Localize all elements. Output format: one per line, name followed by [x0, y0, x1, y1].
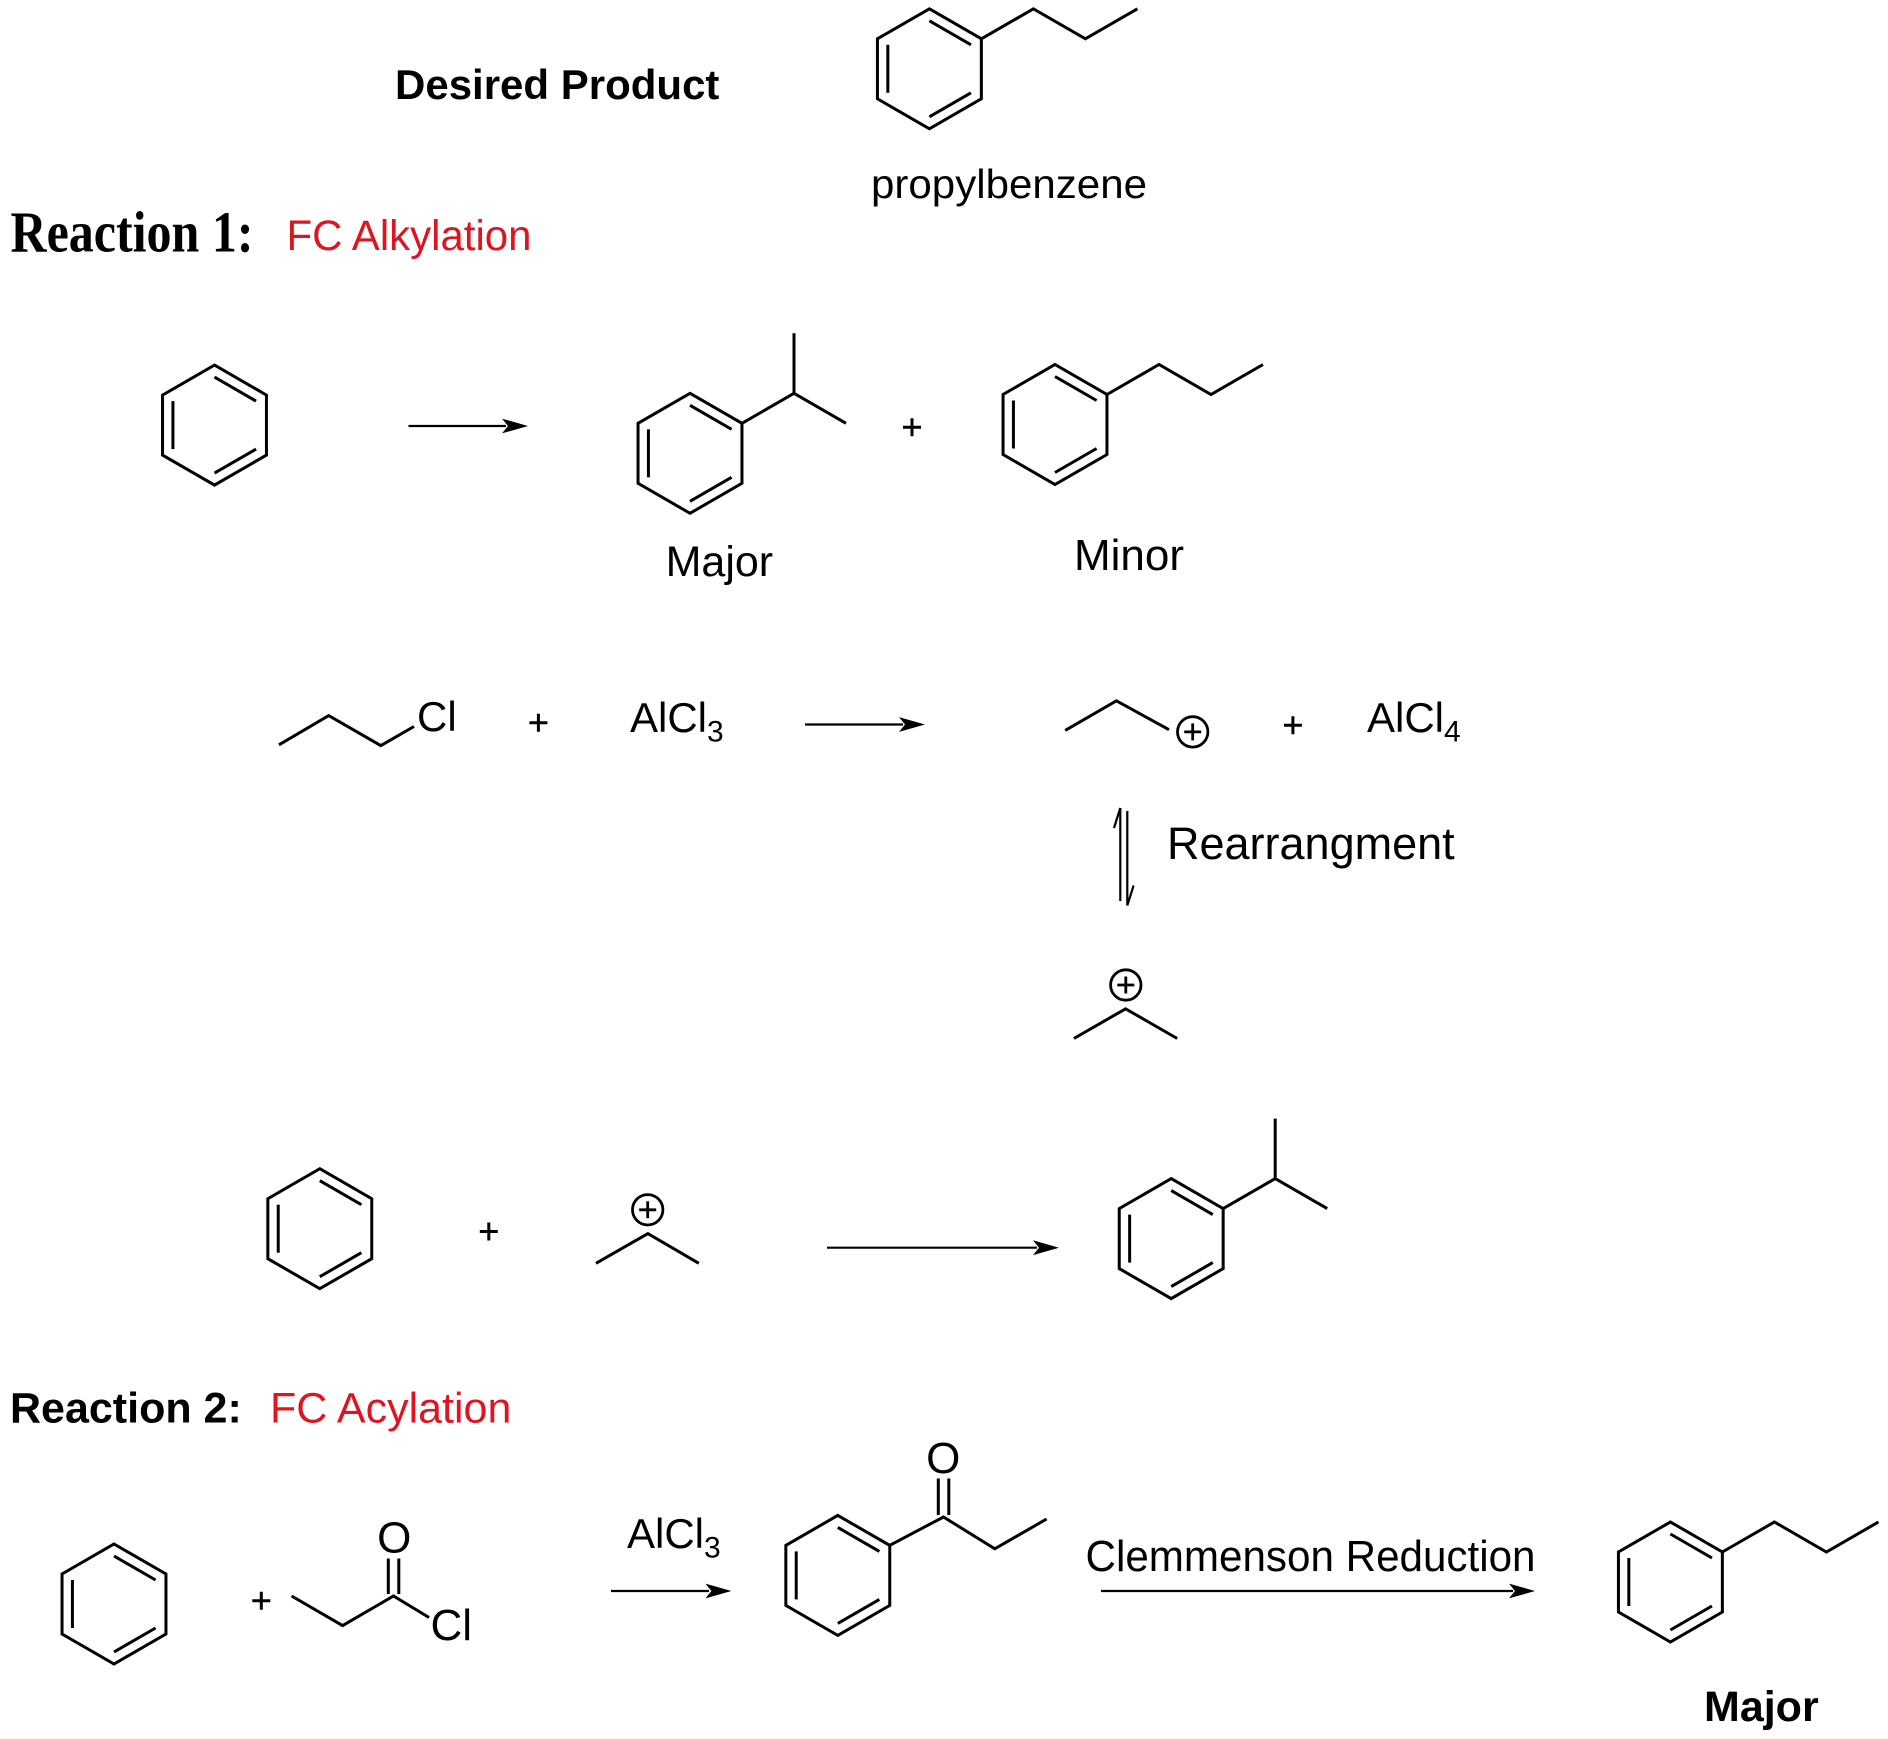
svg-text:AlCl3: AlCl3: [627, 1510, 721, 1565]
svg-text:FC Alkylation: FC Alkylation: [287, 212, 532, 260]
svg-text:O: O: [377, 1514, 411, 1563]
svg-text:AlCl3: AlCl3: [630, 694, 724, 749]
svg-text:Cl: Cl: [431, 1601, 473, 1650]
svg-text:propylbenzene: propylbenzene: [871, 161, 1147, 207]
svg-text:Major: Major: [666, 538, 774, 586]
svg-text:Major: Major: [1704, 1683, 1819, 1731]
svg-text:Desired Product: Desired Product: [395, 61, 719, 108]
svg-text:Minor: Minor: [1074, 531, 1184, 580]
svg-text:O: O: [926, 1434, 960, 1483]
svg-text:Cl: Cl: [417, 693, 457, 740]
svg-text:FC Acylation: FC Acylation: [270, 1385, 511, 1433]
svg-text:Rearrangment: Rearrangment: [1167, 818, 1455, 869]
svg-text:Reaction 1:: Reaction 1:: [11, 200, 254, 265]
svg-text:Reaction 2:: Reaction 2:: [10, 1385, 242, 1433]
svg-text:AlCl4: AlCl4: [1367, 694, 1461, 749]
svg-text:Clemmenson Reduction: Clemmenson Reduction: [1086, 1532, 1536, 1581]
